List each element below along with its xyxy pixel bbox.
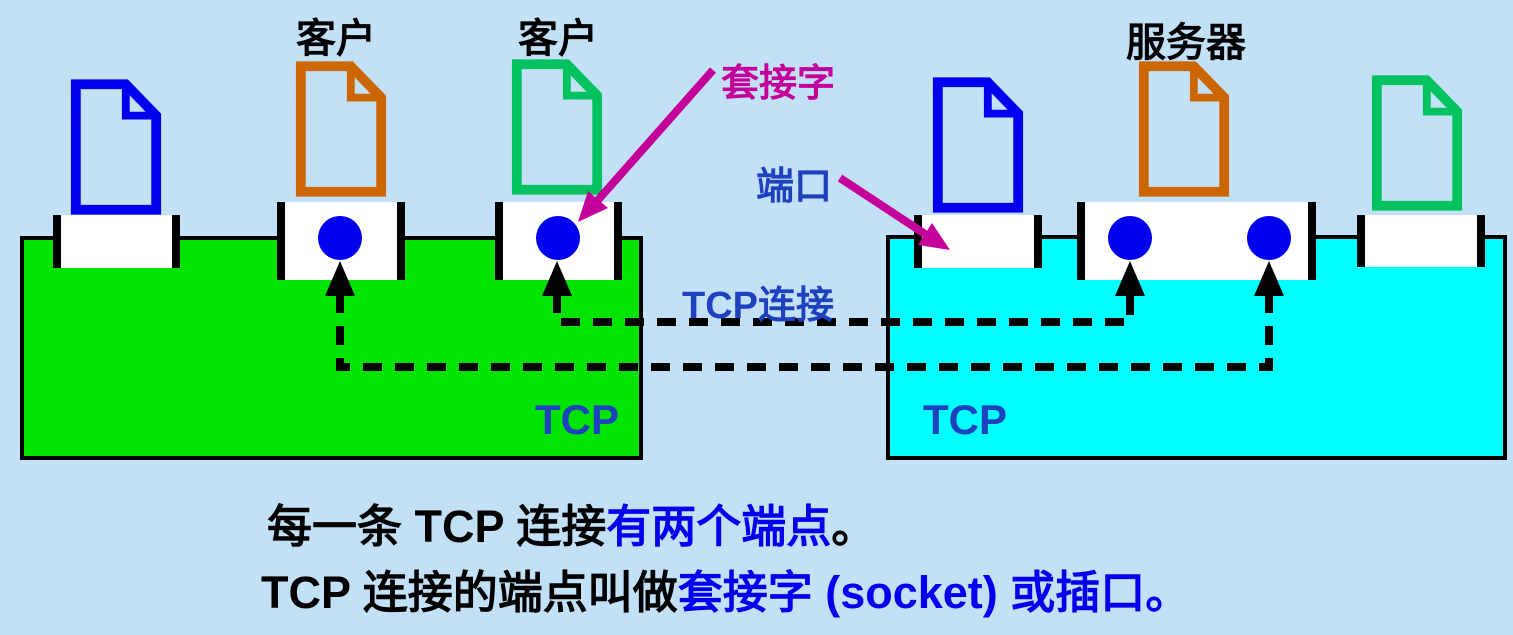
tcp-connection-label: TCP连接 [682, 285, 835, 327]
port-annotation-label: 端口 [756, 166, 833, 208]
caption-text-highlight: 有两个端点 [606, 501, 832, 552]
socket-dot-icon [318, 216, 362, 260]
socket-dot-icon [536, 216, 580, 260]
caption-text: 。 [831, 501, 877, 552]
client-label: 客户 [296, 17, 376, 61]
socket-dot-icon [1108, 216, 1152, 260]
document-icon [508, 58, 606, 196]
caption-line-1: 每一条 TCP 连接有两个端点。 [267, 500, 876, 554]
document-icon [1135, 60, 1233, 198]
caption-text-highlight: 套接字 (socket) 或插口。 [677, 567, 1191, 618]
socket-dot-icon [1247, 216, 1291, 260]
tcp-label-right: TCP [923, 396, 1007, 443]
caption-line-2: TCP 连接的端点叫做套接字 (socket) 或插口。 [261, 566, 1190, 620]
port-slot [1357, 215, 1485, 267]
caption-text: 每一条 TCP 连接 [267, 501, 607, 552]
document-icon [929, 76, 1027, 214]
document-icon [1368, 74, 1466, 212]
client-label: 客户 [518, 17, 598, 61]
port-slot [914, 215, 1042, 268]
tcp-label-left: TCP [535, 396, 619, 443]
port-pointer-arrow [837, 174, 928, 238]
document-icon [292, 60, 390, 198]
socket-pointer-arrow [595, 67, 716, 203]
document-icon [67, 78, 165, 216]
caption-text: TCP 连接的端点叫做 [261, 567, 678, 618]
server-label: 服务器 [1126, 21, 1246, 65]
socket-annotation-label: 套接字 [721, 63, 836, 105]
port-slot [53, 215, 180, 268]
